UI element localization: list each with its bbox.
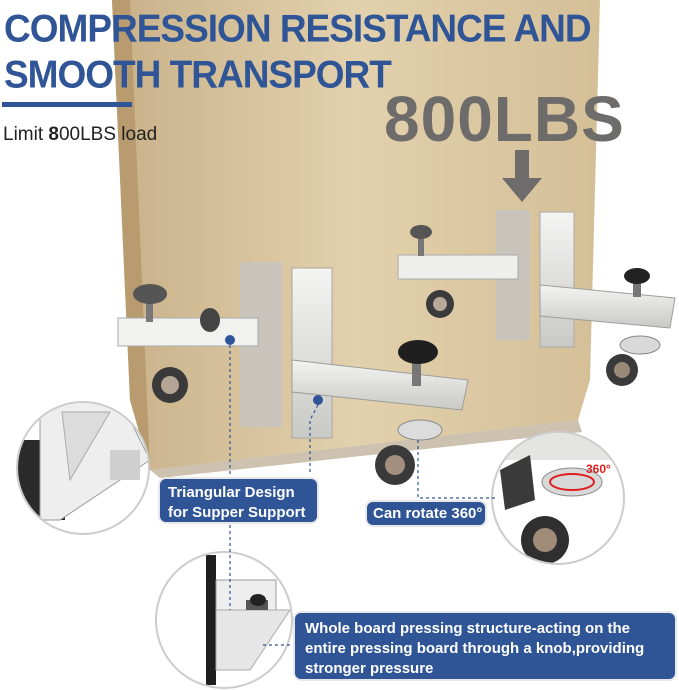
headline-line-1: COMPRESSION RESISTANCE AND: [4, 6, 592, 51]
left-clamp: [117, 262, 469, 485]
weight-callout: 800LBS: [384, 83, 625, 155]
load-limit-note: Limit 800LBS load: [3, 124, 157, 146]
door-panel: [112, 0, 600, 470]
triangle-detail-circle: [16, 401, 150, 535]
door-edge: [112, 0, 150, 470]
rotation-degree-mark: 360°: [586, 462, 611, 476]
pressing-structure-label: Whole board pressing structure-acting on…: [293, 611, 677, 681]
right-clamp: [397, 210, 676, 386]
load-limit-suffix: 00LBS load: [58, 124, 158, 145]
knob-icon: [398, 340, 438, 364]
headline-line-2: SMOOTH TRANSPORT: [4, 52, 392, 97]
load-limit-prefix: Limit: [3, 124, 49, 145]
knob-icon: [624, 268, 650, 284]
caster-wheel-icon: [491, 431, 625, 565]
triangular-design-label: Triangular Design for Supper Support: [158, 477, 319, 524]
pressing-detail-circle: [155, 551, 293, 689]
rotate-label: Can rotate 360°: [365, 500, 487, 527]
down-arrow-icon: [502, 150, 542, 202]
load-limit-bold: 8: [48, 124, 59, 145]
headline-underline: [2, 102, 132, 107]
door-bottom-shadow: [150, 420, 582, 478]
